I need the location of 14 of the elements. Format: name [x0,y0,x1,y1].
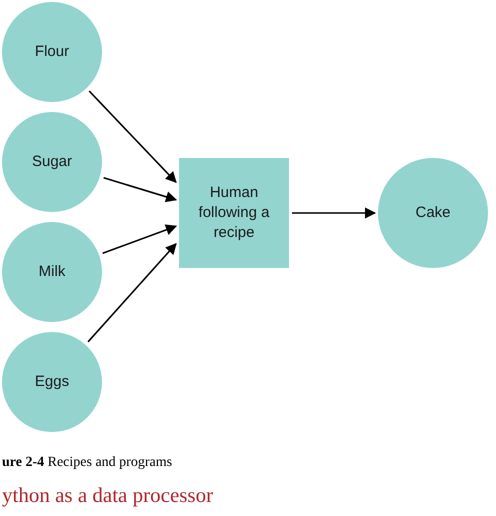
node-label: Eggs [34,372,70,392]
node-label: Flour [34,42,70,62]
node-label: Milk [38,262,66,282]
arrow [102,224,178,254]
arrow [88,90,177,183]
node-label: Cake [415,203,451,223]
node-label: Human following a recipe [198,183,270,243]
section-heading: ython as a data processor [2,482,214,509]
arrow [87,242,177,342]
arrow [292,207,376,219]
process-box [179,158,289,268]
figure-caption: ure 2-4 Recipes and programs [2,454,172,472]
node-label: Sugar [32,152,72,172]
arrow [103,176,178,202]
